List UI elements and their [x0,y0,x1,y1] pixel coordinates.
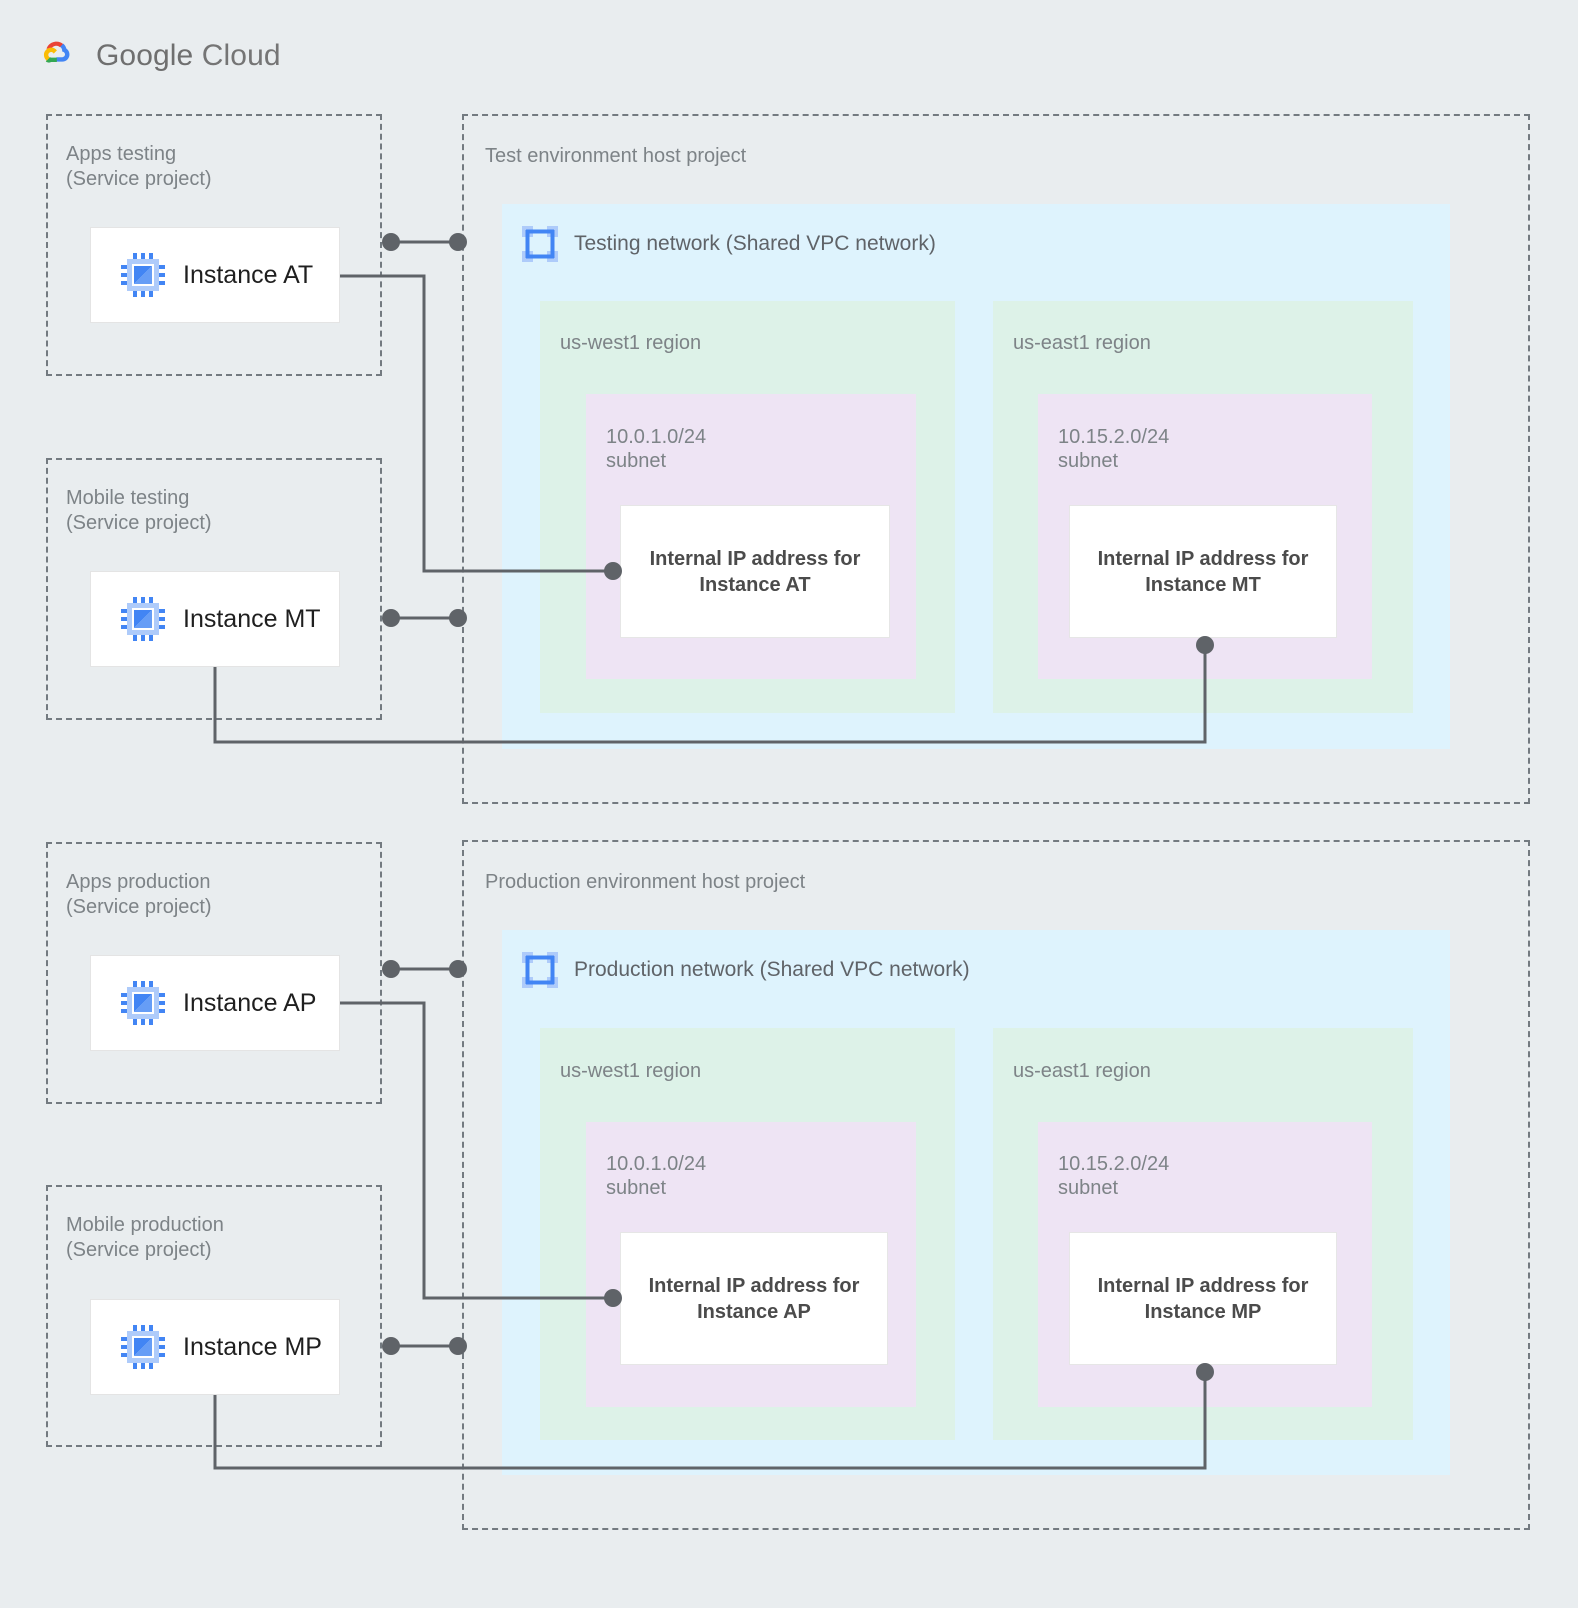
subnet-title-testing-us-east1: 10.15.2.0/24 subnet [1058,426,1170,472]
chip-icon [121,597,165,641]
service-project-title-mobile-production: Mobile production (Service project) [66,1214,224,1261]
subnet-title-production-us-west1: 10.0.1.0/24 subnet [606,1153,707,1199]
brand-name-light: Cloud [201,39,281,72]
link-dot-at-left [382,233,400,251]
chip-icon [121,253,165,297]
link-dot-ap-left [382,960,400,978]
network-title-production: Production network (Shared VPC network) [574,958,970,981]
instance-card-mp[interactable]: Instance MP [90,1299,340,1395]
vpc-network-icon [522,226,558,262]
instance-card-at[interactable]: Instance AT [90,227,340,323]
subnet-title-testing-us-west1: 10.0.1.0/24 subnet [606,426,707,472]
vpc-network-icon [522,952,558,988]
region-title-production-us-west1: us-west1 region [560,1060,702,1082]
service-project-title-apps-testing: Apps testing (Service project) [66,143,212,190]
host-project-title-production: Production environment host project [485,871,806,893]
ip-card-label-at: Internal IP address for Instance AT [649,547,861,596]
instance-card-mt[interactable]: Instance MT [90,571,340,667]
ip-card-label-ap: Internal IP address for Instance AP [648,1274,860,1323]
region-title-testing-us-west1: us-west1 region [560,332,702,354]
instance-label-ap: Instance AP [183,988,317,1017]
instance-label-mp: Instance MP [183,1332,322,1361]
ip-card-instance-mp[interactable]: Internal IP address for Instance MP [1069,1232,1337,1365]
service-project-title-apps-production: Apps production (Service project) [66,871,212,918]
region-title-testing-us-east1: us-east1 region [1013,332,1151,354]
instance-label-mt: Instance MT [183,604,321,633]
ip-card-instance-at[interactable]: Internal IP address for Instance AT [620,505,890,638]
google-cloud-logo [43,41,70,63]
network-title-testing: Testing network (Shared VPC network) [574,232,936,255]
subnet-title-production-us-east1: 10.15.2.0/24 subnet [1058,1153,1170,1199]
region-title-production-us-east1: us-east1 region [1013,1060,1151,1082]
host-project-title-test: Test environment host project [485,145,747,167]
ip-card-instance-mt[interactable]: Internal IP address for Instance MT [1069,505,1337,638]
service-project-title-mobile-testing: Mobile testing (Service project) [66,487,212,534]
link-dot-mt-left [382,609,400,627]
link-dot-mp-left [382,1337,400,1355]
network-header-testing: Testing network (Shared VPC network) [522,226,936,262]
ip-card-label-mt: Internal IP address for Instance MT [1097,547,1309,596]
service-project-apps-testing [46,114,382,376]
chip-icon [121,1325,165,1369]
instance-label-at: Instance AT [183,260,314,289]
ip-card-label-mp: Internal IP address for Instance MP [1097,1274,1309,1323]
brand-label: Google Cloud [96,39,281,73]
service-project-apps-production [46,842,382,1104]
chip-icon [121,981,165,1025]
brand-name-bold: Google [96,39,194,72]
network-header-production: Production network (Shared VPC network) [522,952,970,988]
ip-card-instance-ap[interactable]: Internal IP address for Instance AP [620,1232,888,1365]
instance-card-ap[interactable]: Instance AP [90,955,340,1051]
google-cloud-brand: Google Cloud [30,33,281,79]
